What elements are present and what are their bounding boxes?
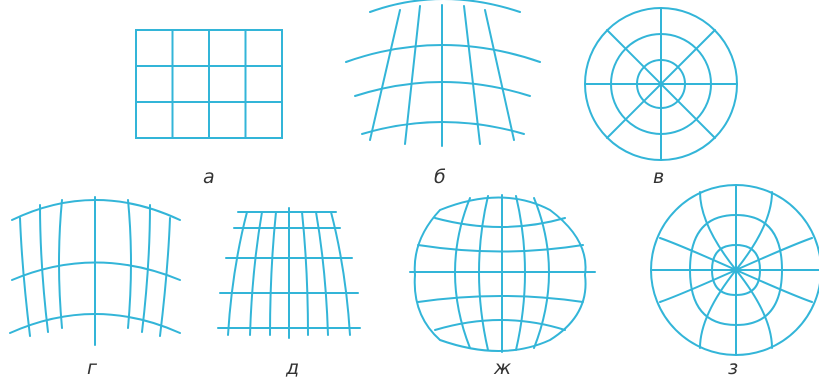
panel-b-label: б — [434, 166, 446, 188]
panel-a-label: а — [203, 166, 215, 188]
panel-g-pseudoconic-grid — [9, 196, 181, 346]
panel-z-azimuthal-equatorial-grid — [650, 184, 819, 356]
panel-zh-globular-grid — [409, 194, 596, 353]
panel-b-conic-grid — [345, 0, 541, 147]
panel-zh-label: ж — [493, 357, 511, 379]
panel-a-rectangular-grid — [135, 29, 283, 139]
panel-d-label: д — [285, 357, 299, 379]
panel-g-label: г — [87, 357, 98, 379]
panel-d-pseudocylindrical-grid — [217, 207, 361, 339]
panel-v-label: в — [653, 166, 664, 188]
panel-v-azimuthal-polar-grid — [584, 7, 738, 161]
panel-z-label: з — [728, 357, 738, 379]
